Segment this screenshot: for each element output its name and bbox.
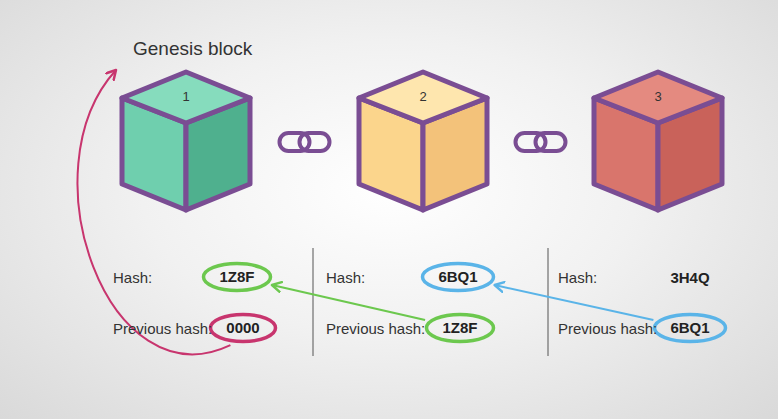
hash-ellipse: 1Z8F [201, 261, 273, 293]
field-label: Hash: [113, 269, 152, 286]
chain-ring [300, 133, 330, 151]
field-label: Previous hash: [113, 320, 212, 337]
block-number: 1 [182, 89, 189, 104]
chain-link [280, 133, 330, 151]
cube-face [594, 72, 722, 123]
hash-ellipse: 6BQ1 [652, 312, 728, 344]
field-label: Hash: [558, 269, 597, 286]
hash-value: 6BQ1 [420, 261, 496, 293]
cube-body: 1 [118, 68, 254, 214]
hash-value: 1Z8F [424, 312, 496, 344]
hash-value: 3H4Q [670, 269, 709, 286]
field-label: Previous hash: [326, 320, 425, 337]
field-label: Previous hash: [558, 320, 657, 337]
cube-body: 3 [590, 68, 726, 214]
field-label: Hash: [326, 269, 365, 286]
block-number: 3 [654, 89, 661, 104]
hash-value: 1Z8F [201, 261, 273, 293]
hash-ellipse: 1Z8F [424, 312, 496, 344]
column-separator [313, 248, 314, 356]
block-number: 2 [419, 89, 426, 104]
hash-link-arrow [495, 285, 654, 320]
cube-body: 2 [355, 68, 491, 214]
block-cube: 3 [590, 68, 726, 214]
block-cube: 2 [355, 68, 491, 214]
column-separator [548, 248, 549, 356]
hash-link-arrow [272, 285, 425, 320]
chain-link [516, 133, 566, 151]
cube-face [359, 72, 487, 123]
hash-value: 6BQ1 [652, 312, 728, 344]
block-heading: Genesis block [118, 36, 254, 68]
chain-ring [536, 133, 566, 151]
hash-ellipse: 0000 [208, 312, 278, 344]
cube-face [122, 72, 250, 123]
block-cube: Genesis block 1 [118, 36, 254, 214]
hash-value: 0000 [208, 312, 278, 344]
hash-ellipse: 6BQ1 [420, 261, 496, 293]
